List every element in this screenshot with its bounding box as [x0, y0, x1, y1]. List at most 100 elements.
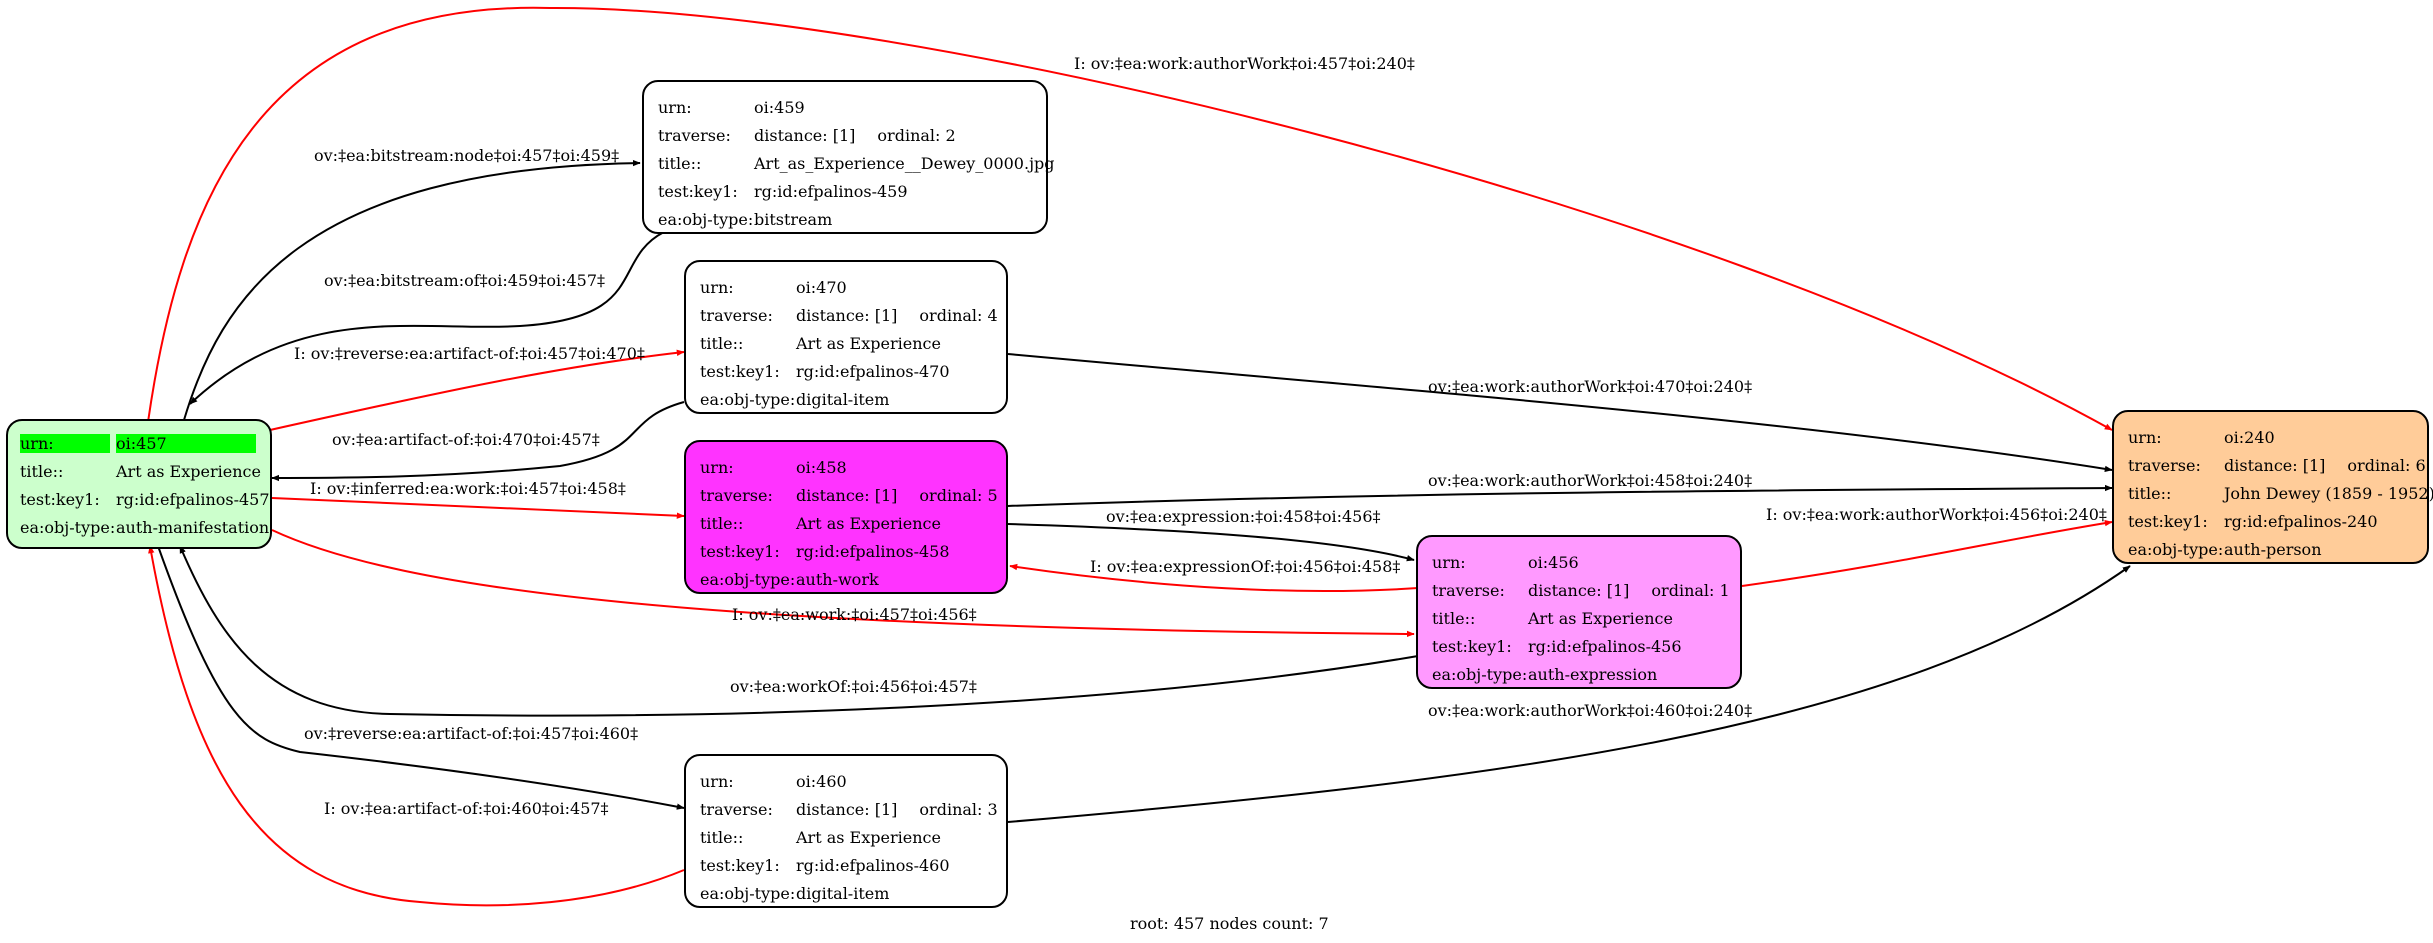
- node-row-obj-type: ea:obj-type: bitstream: [658, 205, 1032, 233]
- node-value: oi:470: [796, 277, 847, 297]
- node-value: oi:457: [116, 433, 256, 453]
- node-row-title: title:: Art as Experience: [700, 509, 992, 537]
- graph-footer: root: 457 nodes count: 7: [1130, 914, 1329, 933]
- node-value: oi:459: [754, 97, 805, 117]
- node-value: digital-item: [796, 389, 890, 409]
- edge-e11: [1009, 563, 1419, 593]
- node-value: distance: [1]ordinal: 2: [754, 126, 1032, 145]
- node-row-test-key: test:key1: rg:id:efpalinos-240: [2128, 507, 2413, 535]
- node-key: test:key1:: [20, 489, 100, 509]
- node-key: title::: [20, 461, 64, 481]
- node-key: title::: [700, 333, 744, 353]
- node-value: John Dewey (1859 - 1952): [2224, 483, 2433, 503]
- edge-e2: [183, 159, 641, 421]
- node-value: bitstream: [754, 209, 833, 229]
- edge-e8: [1007, 484, 2113, 507]
- edge-label-e4: I: ov:‡reverse:ea:artifact-of:‡oi:457‡oi…: [294, 344, 645, 363]
- node-value: auth-manifestation: [116, 517, 270, 537]
- edge-label-e2: ov:‡ea:bitstream:node‡oi:457‡oi:459‡: [314, 146, 620, 165]
- node-row-obj-type: ea:obj-type: digital-item: [700, 879, 992, 907]
- node-oi-456[interactable]: urn: oi:456 traverse: distance: [1]ordin…: [1416, 535, 1742, 689]
- node-value: Art as Experience: [116, 461, 261, 481]
- node-row-urn: urn: oi:470: [700, 273, 992, 301]
- node-oi-459[interactable]: urn: oi:459 traverse: distance: [1]ordin…: [642, 80, 1055, 234]
- node-key: urn:: [700, 277, 734, 297]
- edge-e10: [1741, 519, 2113, 587]
- node-value: distance: [1]ordinal: 1: [1528, 581, 1730, 600]
- node-key: urn:: [2128, 427, 2162, 447]
- node-row-obj-type: ea:obj-type: auth-expression: [1432, 660, 1726, 688]
- edge-e1: [147, 6, 2113, 431]
- node-key: test:key1:: [1432, 636, 1512, 656]
- node-key: traverse:: [700, 799, 773, 819]
- traverse-distance: distance: [1]: [796, 305, 898, 325]
- edge-e12: [271, 529, 1415, 638]
- traverse-ordinal: ordinal: 1: [1651, 580, 1730, 600]
- node-key: title::: [1432, 608, 1476, 628]
- node-key: title::: [2128, 483, 2172, 503]
- node-oi-458[interactable]: urn: oi:458 traverse: distance: [1]ordin…: [684, 440, 1008, 594]
- node-row-test-key: test:key1: rg:id:efpalinos-460: [700, 851, 992, 879]
- traverse-ordinal: ordinal: 2: [877, 125, 956, 145]
- node-key: traverse:: [1432, 580, 1505, 600]
- edge-e16: [148, 545, 685, 907]
- node-value: digital-item: [796, 883, 890, 903]
- node-key: urn:: [1432, 552, 1466, 572]
- node-row-test-key: test:key1: rg:id:efpalinos-456: [1432, 632, 1726, 660]
- node-value: auth-person: [2224, 539, 2322, 559]
- node-key: ea:obj-type:: [700, 883, 796, 903]
- node-key: title::: [658, 153, 702, 173]
- traverse-ordinal: ordinal: 4: [919, 305, 998, 325]
- edge-label-e9: ov:‡ea:expression:‡oi:458‡oi:456‡: [1106, 507, 1381, 526]
- node-key: test:key1:: [700, 361, 780, 381]
- node-key: traverse:: [700, 485, 773, 505]
- node-key: urn:: [700, 771, 734, 791]
- node-value: distance: [1] ordinal: 4: [796, 306, 998, 325]
- node-value: Art as Experience: [1528, 608, 1673, 628]
- traverse-ordinal: ordinal: 3: [919, 799, 998, 819]
- traverse-distance: distance: [1]: [2224, 455, 2326, 475]
- node-row-obj-type: ea:obj-type: auth-work: [700, 565, 992, 593]
- node-row-urn: urn: oi:456: [1432, 548, 1726, 576]
- node-row-urn: urn: oi:457: [20, 429, 256, 457]
- node-value: distance: [1] ordinal: 3: [796, 800, 998, 819]
- node-value: Art as Experience: [796, 513, 941, 533]
- node-value: rg:id:efpalinos-457: [116, 489, 270, 509]
- node-value: rg:id:efpalinos-456: [1528, 636, 1682, 656]
- node-row-traverse: traverse: distance: [1]ordinal: 1: [1432, 576, 1730, 604]
- node-row-title: title:: Art as Experience: [1432, 604, 1726, 632]
- node-row-title: title:: Art as Experience: [20, 457, 261, 485]
- node-key: traverse:: [700, 305, 773, 325]
- node-oi-457[interactable]: urn: oi:457 title:: Art as Experience te…: [6, 419, 272, 549]
- node-row-urn: urn: oi:240: [2128, 423, 2413, 451]
- traverse-distance: distance: [1]: [796, 799, 898, 819]
- edge-label-e8: ov:‡ea:work:authorWork‡oi:458‡oi:240‡: [1428, 471, 1753, 490]
- node-row-urn: urn: oi:458: [700, 453, 992, 481]
- node-key: title::: [700, 513, 744, 533]
- node-row-traverse: traverse: distance: [1]ordinal: 6: [2128, 451, 2426, 479]
- edge-e7: [1007, 353, 2113, 473]
- edge-e3: [189, 231, 665, 405]
- edge-label-e12: I: ov:‡ea:work:‡oi:457‡oi:456‡: [732, 605, 977, 624]
- node-value: rg:id:efpalinos-458: [796, 541, 950, 561]
- node-value: distance: [1]ordinal: 6: [2224, 456, 2426, 475]
- node-key: traverse:: [2128, 455, 2201, 475]
- node-row-traverse: traverse: distance: [1] ordinal: 3: [700, 795, 998, 823]
- node-oi-240[interactable]: urn: oi:240 traverse: distance: [1]ordin…: [2112, 410, 2433, 564]
- node-row-title: title:: Art_as_Experience__Dewey_0000.jp…: [658, 149, 1055, 177]
- node-value: auth-expression: [1528, 664, 1658, 684]
- node-key: test:key1:: [700, 541, 780, 561]
- node-oi-470[interactable]: urn: oi:470 traverse: distance: [1] ordin…: [684, 260, 1008, 414]
- node-value: rg:id:efpalinos-460: [796, 855, 950, 875]
- edge-label-e13: ov:‡ea:workOf:‡oi:456‡oi:457‡: [730, 677, 977, 696]
- node-key: ea:obj-type:: [658, 209, 754, 229]
- node-key: ea:obj-type:: [20, 517, 116, 537]
- node-oi-460[interactable]: urn: oi:460 traverse: distance: [1] ordin…: [684, 754, 1008, 908]
- node-value: oi:460: [796, 771, 847, 791]
- node-row-title: title:: Art as Experience: [700, 329, 992, 357]
- edge-e15: [157, 545, 685, 810]
- node-row-obj-type: ea:obj-type: auth-manifestation: [20, 513, 269, 541]
- node-key: urn:: [700, 457, 734, 477]
- edge-e4: [269, 349, 685, 431]
